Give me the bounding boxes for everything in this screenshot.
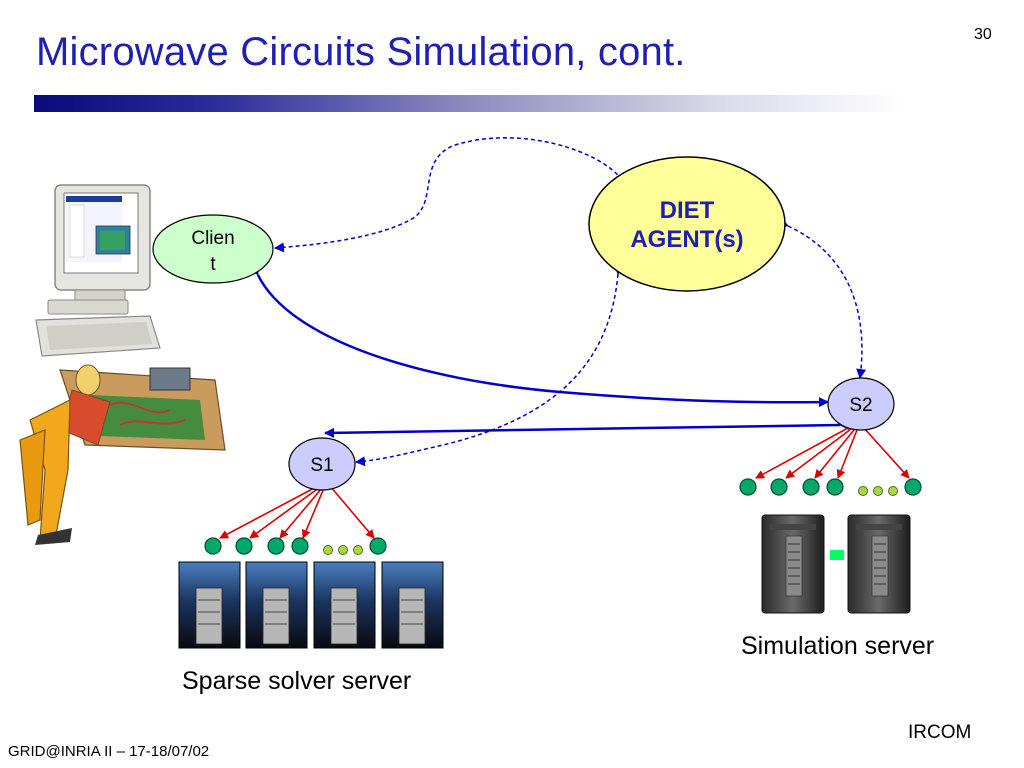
sparse-solver-caption: Sparse solver server xyxy=(182,667,412,695)
s1-leaf-node xyxy=(235,537,253,555)
client-node-label-line1: Clien xyxy=(191,228,234,249)
s2-leaf-node xyxy=(826,478,844,496)
s1-label: S1 xyxy=(310,455,333,476)
link-client-s2 xyxy=(249,264,829,408)
s1-ellipsis-dots xyxy=(323,545,363,555)
link-agent-s1 xyxy=(355,264,624,467)
rack-link-indicator xyxy=(830,550,844,560)
rack-left xyxy=(761,514,825,614)
s1-leaf-node xyxy=(291,537,309,555)
s2-ellipsis-dots xyxy=(858,486,898,496)
solver-machine-3 xyxy=(313,561,376,649)
link-s2-s1 xyxy=(324,419,850,438)
s2-leaf-node xyxy=(802,478,820,496)
simulation-server-racks xyxy=(761,514,911,614)
s2-leaf-nodes xyxy=(739,478,922,496)
s2-leaf-node xyxy=(770,478,788,496)
title-underline-bar xyxy=(34,95,904,112)
s2-node: S2 xyxy=(827,377,895,431)
diet-agent-node: DIET AGENT(s) xyxy=(588,156,786,292)
solver-machine-1 xyxy=(178,561,241,649)
s2-label: S2 xyxy=(849,395,872,416)
s1-node: S1 xyxy=(288,437,356,491)
s1-leaf-node xyxy=(204,537,222,555)
footer-organization: IRCOM xyxy=(908,722,972,743)
workstation-computer-illustration xyxy=(35,184,161,357)
simulation-server-caption: Simulation server xyxy=(741,632,935,660)
link-agent-s2 xyxy=(777,217,867,379)
s2-fanout-arrows xyxy=(755,427,910,479)
link-agent-client xyxy=(274,137,632,253)
s1-leaf-node xyxy=(369,537,387,555)
footer-event: GRID@INRIA II – 17-18/07/02 xyxy=(8,743,210,760)
rack-right xyxy=(847,514,911,614)
client-node: Clien t xyxy=(152,214,274,284)
agent-label-line1: DIET xyxy=(660,197,715,224)
sparse-solver-machines xyxy=(178,561,444,649)
engineer-at-bench-illustration xyxy=(19,364,226,545)
slide-title: Microwave Circuits Simulation, cont. xyxy=(36,30,686,74)
s1-leaf-node xyxy=(267,537,285,555)
client-node-label-line2: t xyxy=(210,254,216,275)
s1-fanout-arrows xyxy=(219,485,375,539)
agent-label-line2: AGENT(s) xyxy=(630,226,743,253)
s2-leaf-node xyxy=(904,478,922,496)
solver-machine-4 xyxy=(381,561,444,649)
solver-machine-2 xyxy=(245,561,308,649)
s1-leaf-nodes xyxy=(204,537,387,555)
s2-leaf-node xyxy=(739,478,757,496)
slide-number: 30 xyxy=(974,26,992,43)
